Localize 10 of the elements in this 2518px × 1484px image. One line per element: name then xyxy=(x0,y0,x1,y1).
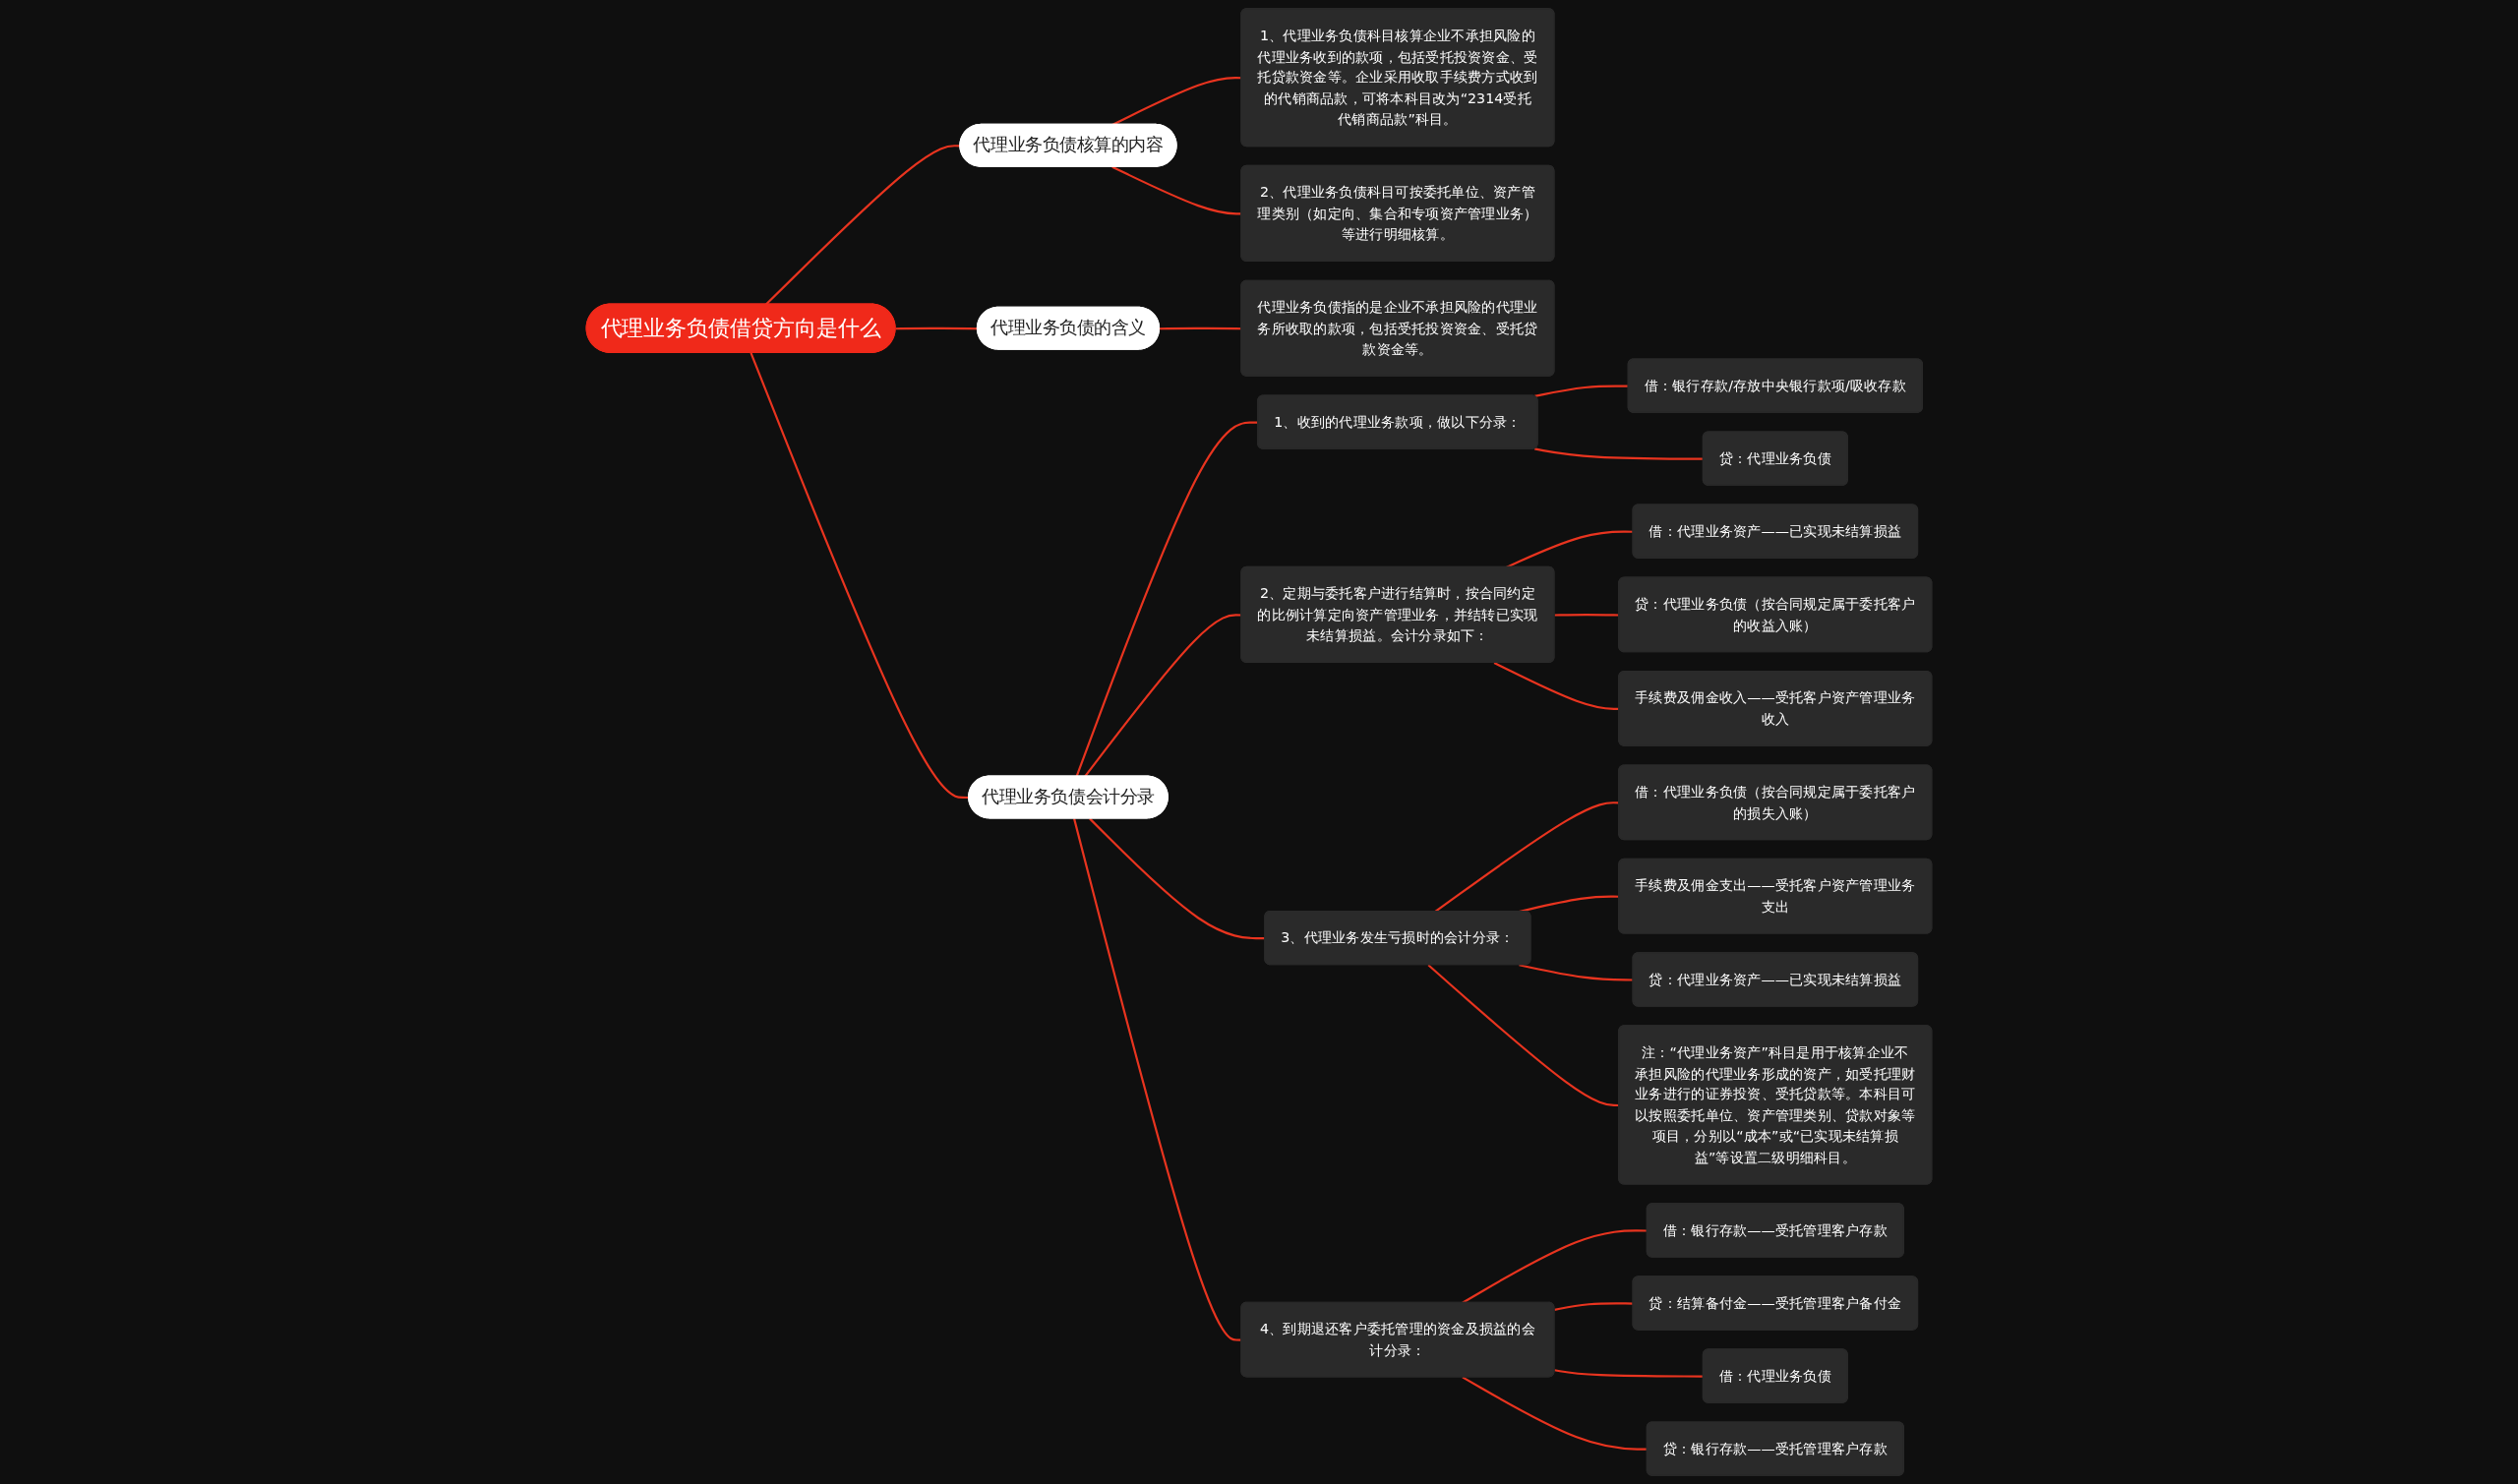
connector xyxy=(1554,1369,1704,1378)
connector xyxy=(1534,447,1704,460)
connector xyxy=(1462,1229,1648,1304)
connector xyxy=(1554,1302,1634,1311)
connector xyxy=(1534,385,1629,397)
connector xyxy=(1462,1376,1648,1451)
connector xyxy=(1519,964,1634,981)
connector xyxy=(1505,530,1634,568)
connector xyxy=(895,326,978,330)
connector xyxy=(765,145,961,306)
